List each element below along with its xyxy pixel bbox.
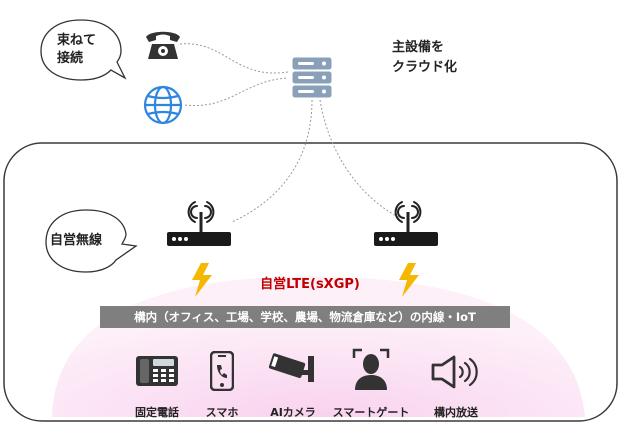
device-label-smart-gate: スマートゲート: [332, 406, 410, 419]
smartphone-icon: [209, 350, 235, 395]
premises-banner: 構内（オフィス、工場、学校、農場、物流倉庫など）の内線・IoT: [100, 306, 510, 328]
lightning-right-icon: [396, 262, 422, 302]
speech-bubble-bundle: 束ねて 接続: [35, 16, 130, 86]
globe-icon: [142, 84, 184, 130]
server-icon: [290, 55, 334, 105]
device-label-desk-phone: 固定電話: [135, 406, 179, 419]
device-label-ai-camera: AIカメラ: [270, 406, 316, 419]
coverage-zone: [52, 276, 585, 417]
face-recognition-icon: [352, 348, 390, 394]
lte-router-left-icon: [165, 198, 235, 254]
security-camera-icon: [268, 352, 316, 394]
speech-bubble-private-wireless: 自営無線: [40, 206, 140, 278]
lightning-left-icon: [189, 262, 215, 302]
premises-banner-text: 構内（オフィス、工場、学校、農場、物流倉庫など）の内線・IoT: [134, 310, 476, 324]
private-lte-label: 自営LTE(sXGP): [260, 277, 360, 292]
device-label-broadcast: 構内放送: [434, 406, 478, 419]
device-label-smartphone: スマホ: [205, 406, 239, 419]
bubble-private-wireless-text: 自営無線: [50, 233, 103, 248]
dotted-connectors: [179, 43, 401, 223]
desk-phone-icon: [135, 354, 179, 392]
premises-frame: [3, 142, 618, 422]
lte-router-right-icon: [372, 198, 442, 254]
cloud-label: 主設備を クラウド化: [392, 40, 458, 75]
speaker-icon: [430, 355, 482, 393]
bubble-bundle-text: 束ねて 接続: [57, 33, 97, 66]
telephone-icon: [144, 28, 182, 66]
